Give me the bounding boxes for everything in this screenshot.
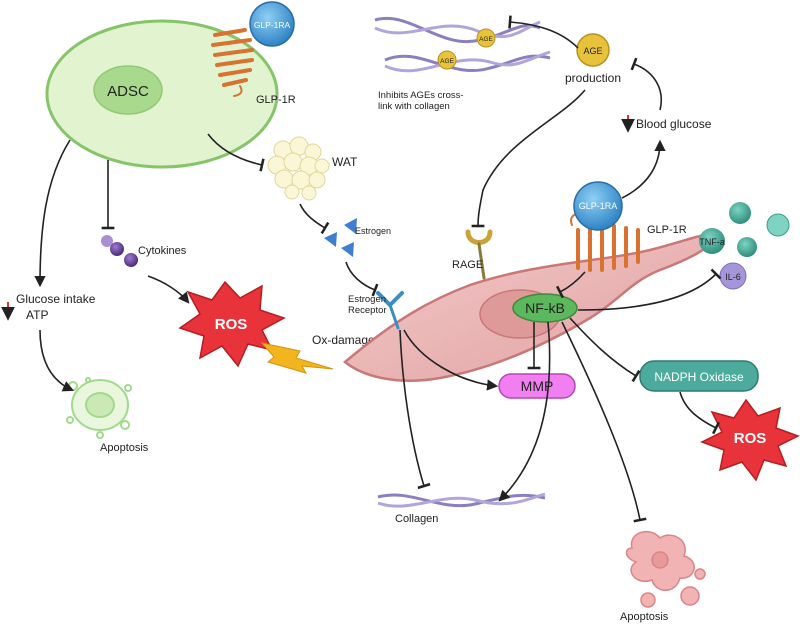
estrogen-receptor-icon — [376, 291, 404, 330]
arrow-glp1ra-glucose — [621, 139, 666, 199]
glp1r-top-icon — [211, 28, 254, 97]
inhibit-receptor-collagen — [399, 329, 431, 490]
glp1r-top-label: GLP-1R — [256, 94, 296, 106]
inhibit-adsc-wat — [207, 133, 265, 172]
arrow-nfkb-collagen — [498, 321, 551, 502]
tnfa-label: TNF-a — [699, 237, 725, 247]
collagen-top-icon — [374, 16, 551, 73]
production-label: production — [565, 71, 621, 85]
apoptosis-right-icon — [625, 530, 706, 608]
collagen-bottom-icon — [377, 492, 546, 508]
apoptosis-right-label: Apoptosis — [620, 611, 669, 623]
cytokines-icon — [101, 235, 138, 267]
arrow-cytokines-ros — [147, 275, 190, 304]
glp1ra-right-label: GLP-1RA — [579, 201, 618, 211]
inhibit-nfkb-cytokines — [577, 268, 722, 311]
il6-label: IL-6 — [725, 272, 741, 282]
apoptosis-left-icon — [66, 377, 132, 439]
ox-damage-label: Ox-damage — [312, 333, 375, 347]
apoptosis-left-label: Apoptosis — [100, 442, 149, 454]
age-small-2-label: AGE — [440, 58, 454, 65]
estrogen-label: Estrogen — [355, 226, 391, 236]
estrogen-receptor-label-1: Estrogen — [348, 294, 386, 305]
arrow-adsc-glucose — [34, 139, 71, 288]
inhibit-glucose-age — [630, 57, 662, 111]
inhibit-age-crosslink — [508, 15, 579, 49]
inhibit-wat-estrogen — [299, 203, 330, 235]
inhibits-label-2: link with collagen — [378, 101, 450, 112]
glp1ra-right-icon — [573, 181, 623, 231]
atp-label: ATP — [26, 308, 48, 322]
mmp-label: MMP — [521, 378, 554, 394]
inhibit-nfkb-apoptosis — [561, 321, 647, 523]
glp1r-right-label: GLP-1R — [647, 224, 687, 236]
glp1ra-top-label: GLP-1RA — [254, 20, 291, 30]
age-node-label: AGE — [583, 46, 602, 56]
mmp-node — [498, 373, 576, 399]
age-small-1-icon — [476, 28, 496, 48]
glucose-intake-label: Glucose intake — [16, 292, 96, 306]
blood-glucose-label: Blood glucose — [636, 117, 712, 131]
nfkb-node — [512, 293, 578, 323]
wat-icon — [267, 136, 330, 201]
collagen-label: Collagen — [395, 513, 438, 525]
glp1ra-top-icon — [249, 1, 295, 47]
estrogen-icon — [324, 218, 357, 257]
ros-left-icon — [178, 280, 286, 368]
ros-right-label: ROS — [734, 430, 767, 447]
rage-icon — [465, 229, 493, 280]
inhibit-glp1r-nfkb — [555, 271, 586, 299]
arrow-receptor-mmp — [403, 329, 499, 391]
adsc-label: ADSC — [107, 83, 149, 100]
inhibit-nfkb-nadph — [569, 317, 641, 383]
inhibits-label-1: Inhibits AGEs cross- — [378, 90, 464, 101]
tnfa-icon — [699, 228, 725, 254]
adsc-nucleus — [93, 65, 163, 115]
teal-cytokine-3-icon — [737, 237, 757, 257]
age-small-1-label: AGE — [479, 36, 493, 43]
teal-cytokine-2-icon — [766, 213, 790, 237]
estrogen-receptor-label-2: Receptor — [348, 305, 387, 316]
teal-cytokine-1-icon — [729, 202, 751, 224]
nadph-label: NADPH Oxidase — [654, 370, 744, 384]
inhibit-nadph-ros — [679, 391, 721, 435]
cytokines-label: Cytokines — [138, 245, 187, 257]
wat-label: WAT — [332, 155, 358, 169]
inhibit-age-rage — [471, 89, 586, 228]
age-node-icon — [576, 33, 610, 67]
rage-label: RAGE — [452, 259, 483, 271]
glp1r-right-icon — [570, 212, 640, 272]
inhibit-estrogen-receptor — [345, 261, 379, 297]
ros-left-label: ROS — [215, 316, 248, 333]
arrow-atp-apoptosis — [39, 329, 75, 392]
lightning-icon — [260, 342, 334, 374]
age-small-2-icon — [437, 50, 457, 70]
nfkb-label: NF-kB — [525, 300, 565, 316]
